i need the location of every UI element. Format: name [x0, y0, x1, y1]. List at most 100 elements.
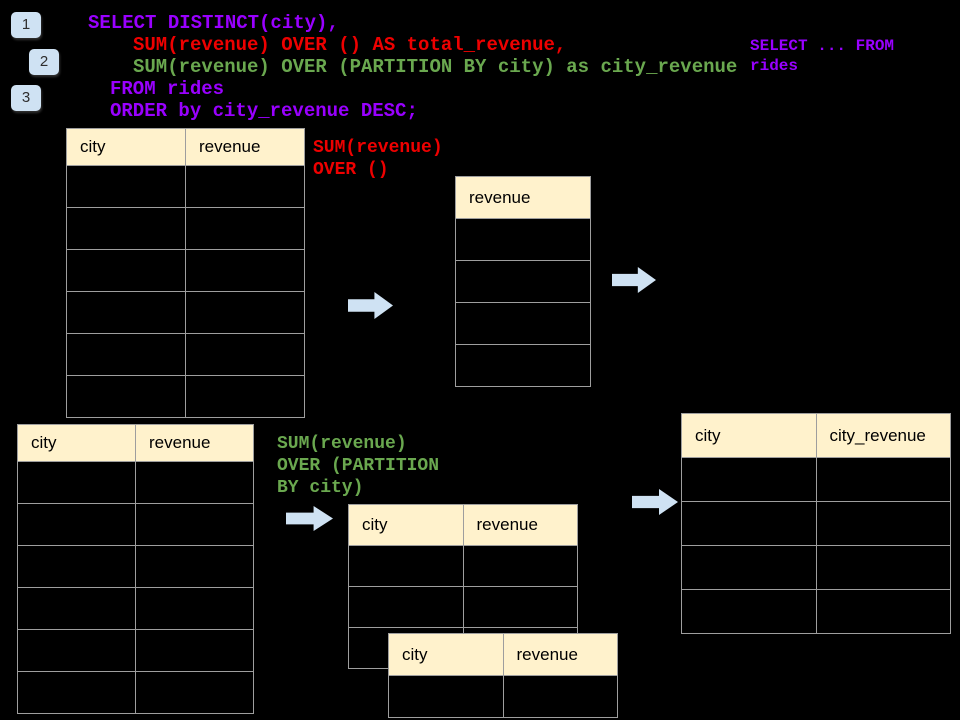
sql-line-sum-partition: SUM(revenue) OVER (PARTITION BY city) as…	[133, 56, 738, 78]
flow-arrow-right-icon	[612, 267, 656, 293]
empty-cell	[66, 333, 186, 376]
table-row	[681, 457, 951, 502]
table-row	[17, 461, 254, 504]
sql-line-select: SELECT DISTINCT(city),	[88, 12, 339, 34]
table-row	[455, 260, 591, 303]
column-header: city	[66, 128, 186, 166]
empty-cell	[135, 545, 254, 588]
empty-cell	[815, 501, 951, 546]
empty-cell	[135, 629, 254, 672]
empty-cell	[135, 503, 254, 546]
step-badge-2: 2	[29, 49, 59, 75]
empty-cell	[17, 503, 136, 546]
empty-cell	[681, 589, 817, 634]
empty-cell	[17, 671, 136, 714]
empty-cell	[455, 344, 591, 387]
empty-cell	[455, 260, 591, 303]
table-row	[17, 587, 254, 630]
step-badge-1: 1	[11, 12, 41, 38]
empty-cell	[17, 629, 136, 672]
empty-cell	[135, 461, 254, 504]
empty-cell	[17, 545, 136, 588]
empty-cell	[66, 291, 186, 334]
empty-cell	[348, 545, 464, 587]
table-row	[455, 218, 591, 261]
empty-cell	[17, 587, 136, 630]
table-row	[17, 503, 254, 546]
empty-cell	[455, 218, 591, 261]
empty-cell	[681, 501, 817, 546]
table-row	[17, 671, 254, 714]
flow-arrow-right-icon	[348, 292, 393, 319]
column-header: city	[681, 413, 817, 458]
column-header: revenue	[135, 424, 254, 462]
table-row	[348, 545, 578, 587]
table-row	[17, 629, 254, 672]
sql-line-sum-over: SUM(revenue) OVER () AS total_revenue,	[133, 34, 567, 56]
column-header: city	[348, 504, 464, 546]
table-row	[681, 545, 951, 590]
empty-cell	[502, 675, 618, 718]
table-row	[66, 207, 305, 250]
empty-cell	[462, 586, 578, 628]
sql-line-from: FROM rides	[110, 78, 225, 100]
table-row	[66, 291, 305, 334]
column-header: revenue	[455, 176, 591, 219]
header-row: revenue	[455, 176, 591, 219]
empty-cell	[66, 249, 186, 292]
empty-cell	[455, 302, 591, 345]
empty-cell	[348, 586, 464, 628]
empty-cell	[815, 589, 951, 634]
table-total-revenue: revenue	[455, 176, 591, 387]
empty-cell	[66, 165, 186, 208]
column-header: revenue	[502, 633, 618, 676]
table-row	[348, 586, 578, 628]
empty-cell	[66, 207, 186, 250]
empty-cell	[135, 587, 254, 630]
column-header: city	[388, 633, 504, 676]
empty-cell	[815, 545, 951, 590]
empty-cell	[388, 675, 504, 718]
column-header: city_revenue	[815, 413, 951, 458]
label-sum-over-total: SUM(revenue) OVER ()	[313, 138, 443, 180]
empty-cell	[462, 545, 578, 587]
empty-cell	[17, 461, 136, 504]
column-header: city	[17, 424, 136, 462]
column-header: revenue	[462, 504, 578, 546]
table-row	[66, 375, 305, 418]
empty-cell	[681, 457, 817, 502]
table-row	[455, 344, 591, 387]
empty-cell	[66, 375, 186, 418]
step-badge-3: 3	[11, 85, 41, 111]
empty-cell	[135, 671, 254, 714]
empty-cell	[681, 545, 817, 590]
table-row	[66, 165, 305, 208]
table-row	[17, 545, 254, 588]
empty-cell	[815, 457, 951, 502]
empty-cell	[185, 165, 305, 208]
column-header: revenue	[185, 128, 305, 166]
sql-line-order-by: ORDER by city_revenue DESC;	[110, 100, 418, 122]
empty-cell	[185, 207, 305, 250]
flow-arrow-right-icon	[632, 489, 678, 515]
empty-cell	[185, 333, 305, 376]
table-row	[681, 501, 951, 546]
table-row	[455, 302, 591, 345]
table-row	[388, 675, 618, 718]
empty-cell	[185, 291, 305, 334]
side-note-select-from-rides: SELECT ... FROM rides	[750, 37, 895, 75]
empty-cell	[185, 249, 305, 292]
label-sum-over-partition: SUM(revenue) OVER (PARTITION BY city)	[277, 434, 440, 498]
table-row	[681, 589, 951, 634]
empty-cell	[185, 375, 305, 418]
